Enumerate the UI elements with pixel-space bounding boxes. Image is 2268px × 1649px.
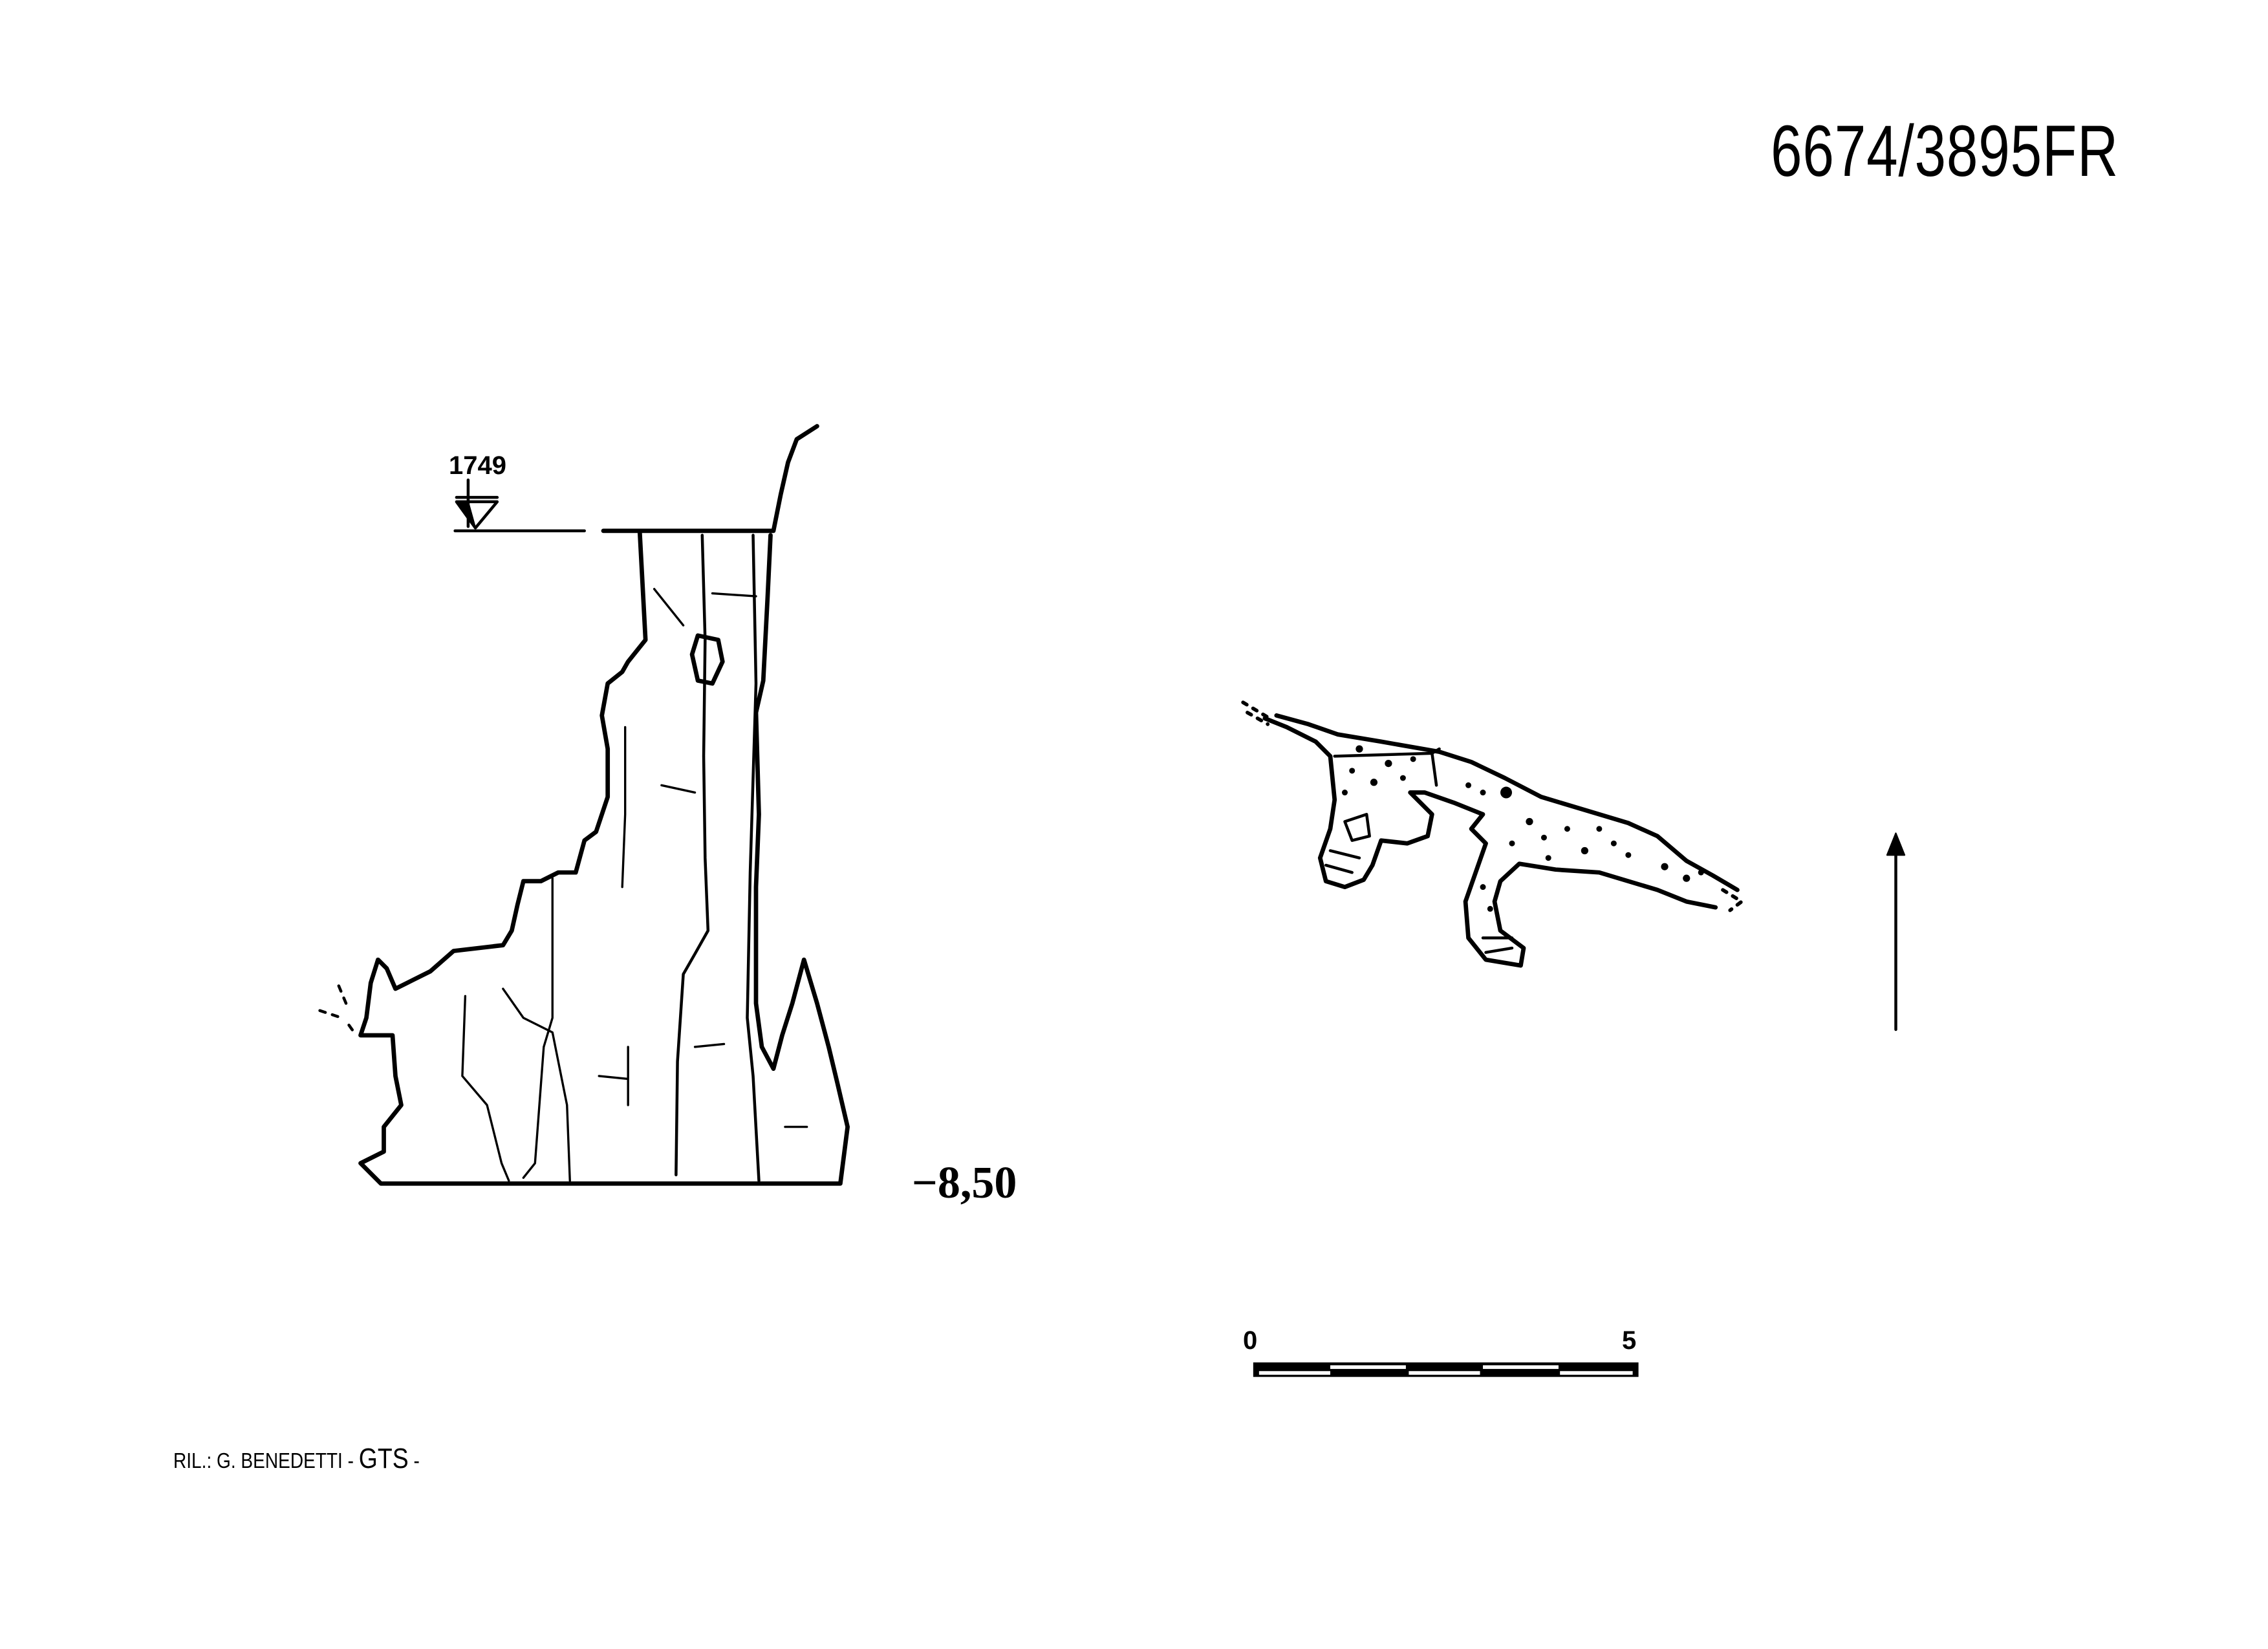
north-arrow-icon: [1886, 832, 1906, 1031]
surveyor-name: RIL.: G. BENEDETTI -: [173, 1449, 354, 1472]
cave-plan-view: [1241, 700, 1744, 968]
credit-suffix: -: [413, 1449, 420, 1472]
scale-start-label: 0: [1243, 1326, 1258, 1355]
cave-section-profile: [318, 424, 850, 1186]
stipple-dots: [1341, 745, 1704, 912]
depth-label: −8,50: [912, 1158, 1017, 1208]
elevation-marker-icon: [453, 478, 586, 533]
entrance-elevation-label: 1749: [449, 451, 506, 480]
scale-end-label: 5: [1622, 1326, 1637, 1355]
cave-catalog-number: 6674/3895FR: [1771, 111, 2119, 191]
group-name: GTS: [358, 1443, 409, 1474]
survey-credit: RIL.: G. BENEDETTI - GTS -: [173, 1445, 420, 1473]
scale-bar: [1253, 1362, 1639, 1377]
